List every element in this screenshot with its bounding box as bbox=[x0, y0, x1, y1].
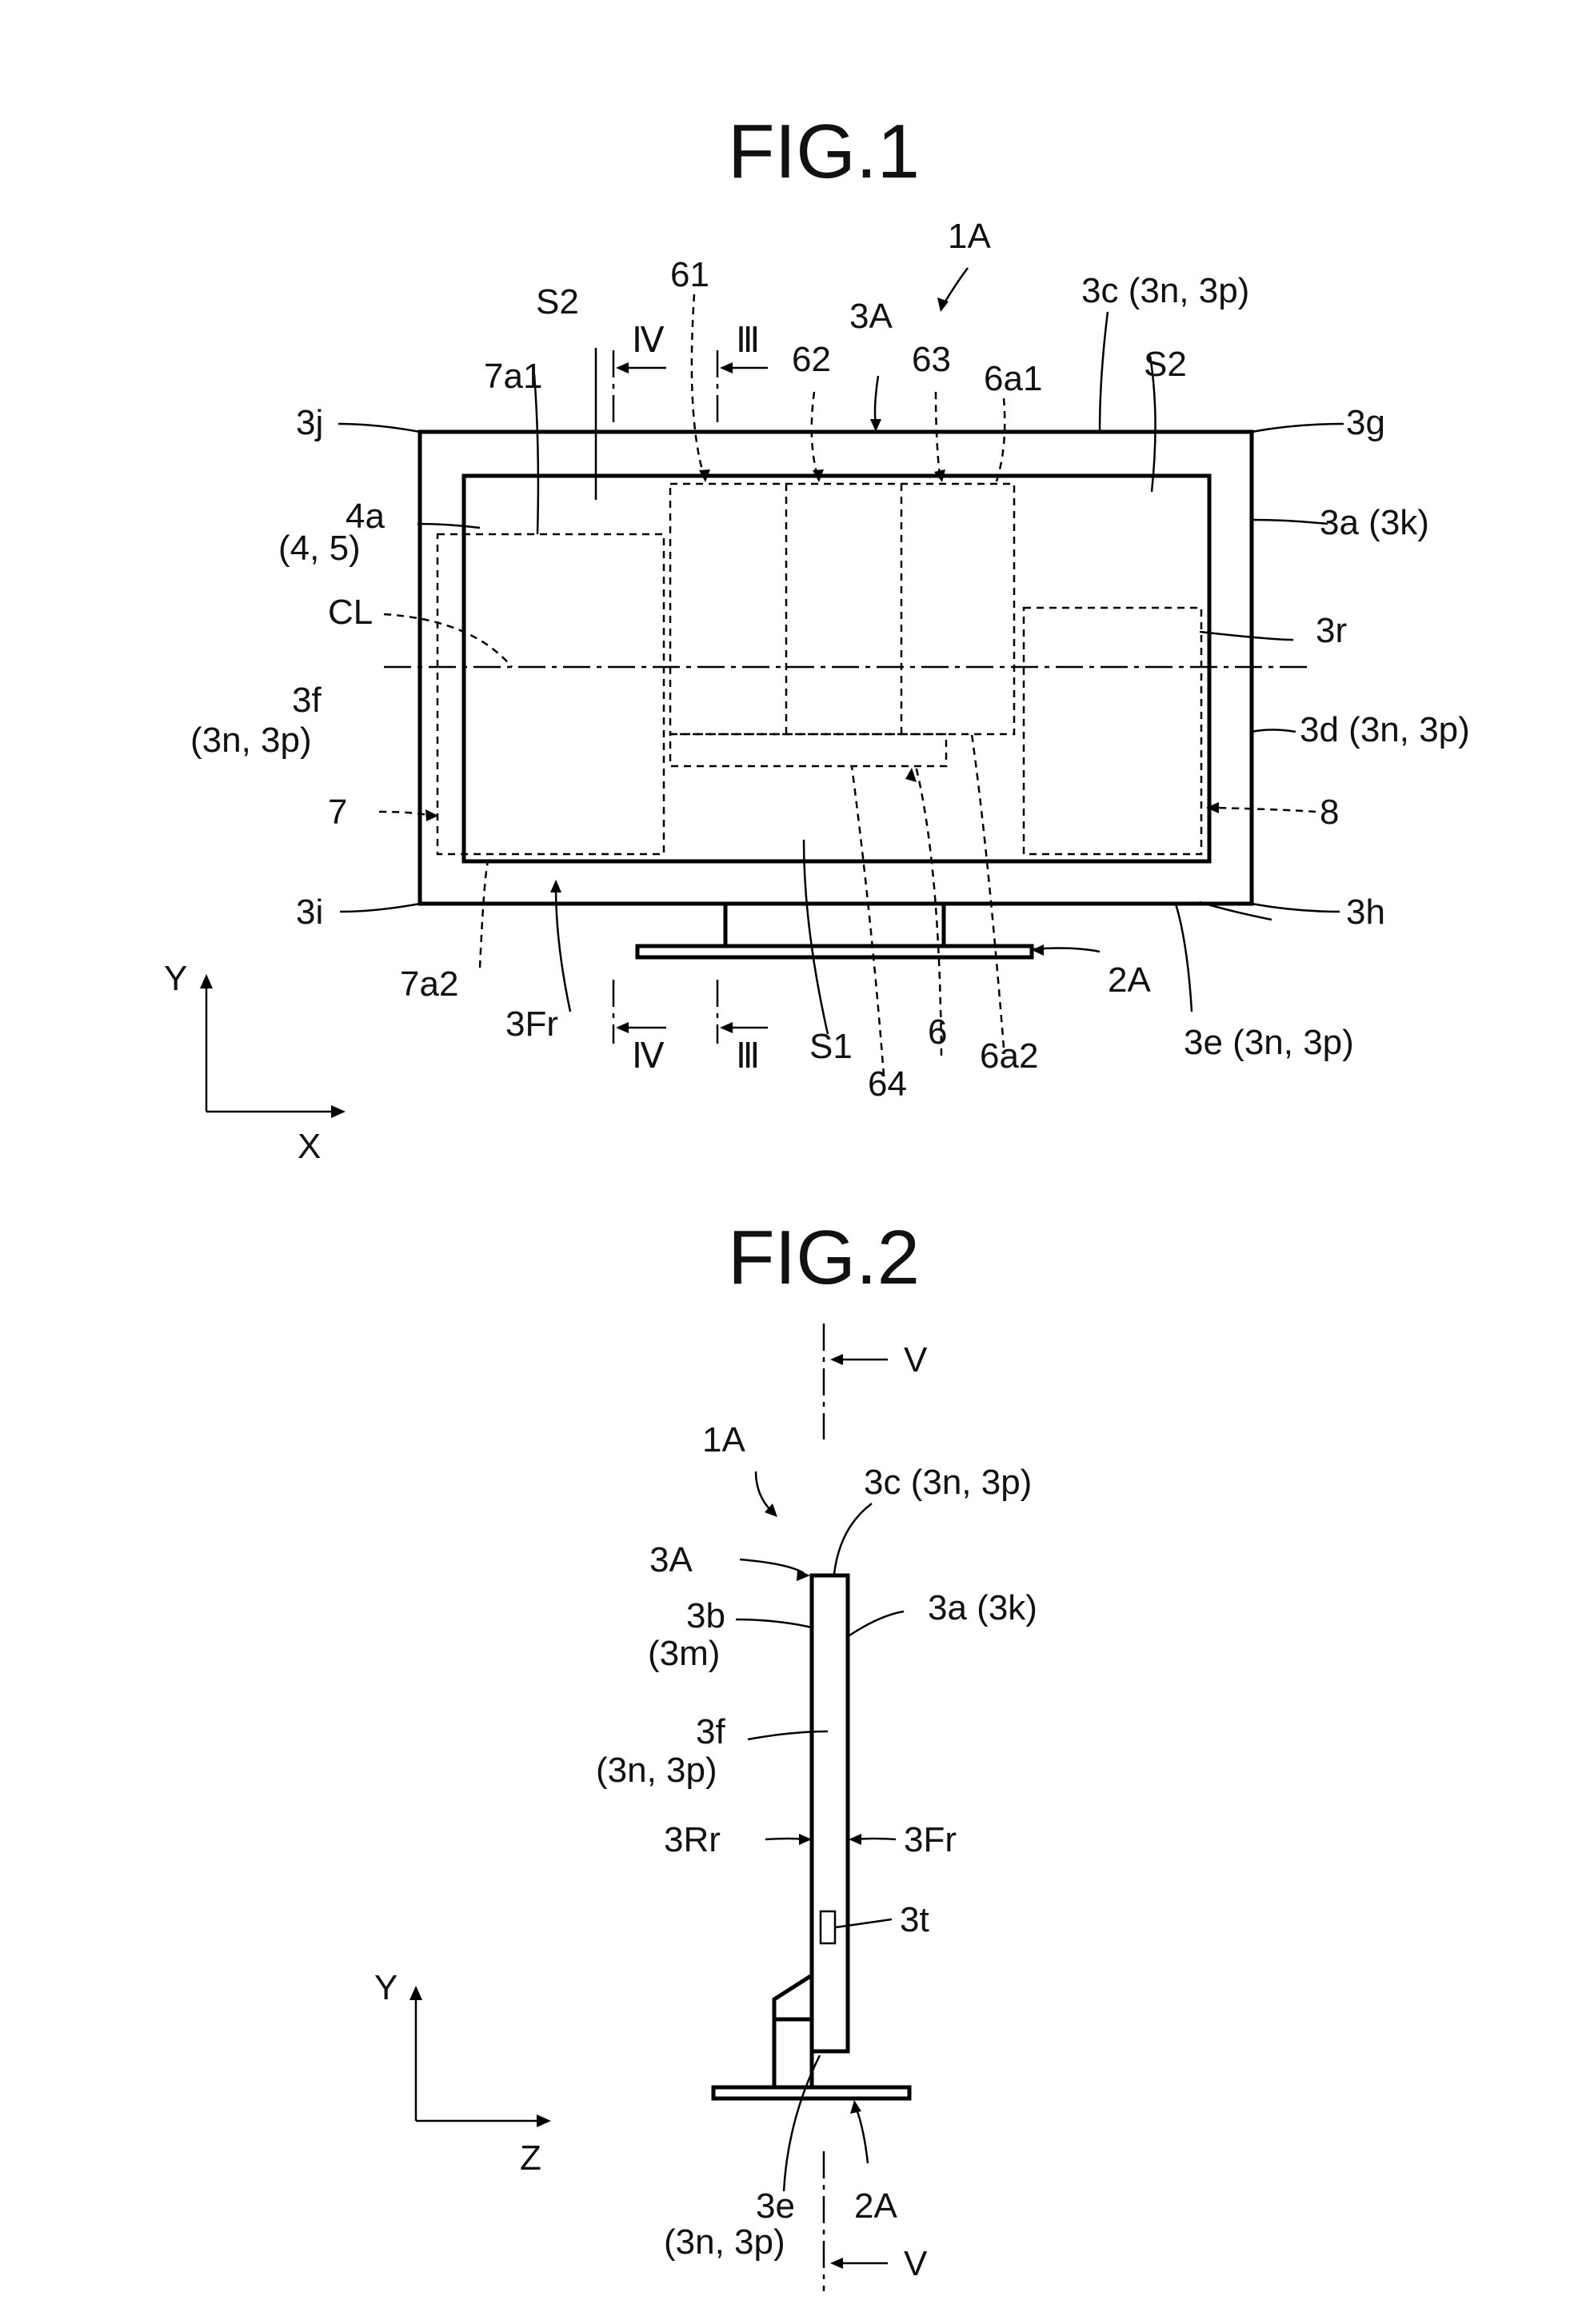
axis-label-y: Y bbox=[164, 959, 187, 998]
label-3c: 3c (3n, 3p) bbox=[864, 1463, 1032, 1502]
label-64: 64 bbox=[868, 1064, 907, 1104]
region-7 bbox=[437, 534, 664, 854]
label-8: 8 bbox=[1320, 793, 1339, 832]
label-3f-sub: (3n, 3p) bbox=[596, 1751, 717, 1790]
housing-side-profile bbox=[812, 1575, 848, 2051]
label-3r: 3r bbox=[1316, 611, 1347, 650]
label-61: 61 bbox=[670, 255, 709, 294]
label-62: 62 bbox=[792, 340, 831, 379]
stand bbox=[637, 904, 1032, 957]
label-3Fr: 3Fr bbox=[904, 1820, 957, 1859]
label-3i: 3i bbox=[296, 892, 323, 932]
label-3h: 3h bbox=[1346, 892, 1385, 932]
label-3f: 3f bbox=[292, 681, 322, 720]
label-S2-right: S2 bbox=[1144, 345, 1187, 384]
label-section-IV-top: Ⅳ bbox=[632, 321, 665, 360]
fig2-labels: V 1A 3c (3n, 3p) 3A 3b (3m) 3a (3k) 3f (… bbox=[374, 1340, 1037, 2283]
label-3c: 3c (3n, 3p) bbox=[1081, 271, 1249, 310]
label-3Fr: 3Fr bbox=[505, 1004, 558, 1044]
label-3f-sub: (3n, 3p) bbox=[190, 721, 312, 760]
label-1A: 1A bbox=[948, 217, 991, 256]
label-6a1: 6a1 bbox=[984, 359, 1042, 398]
label-V-bottom: V bbox=[904, 2244, 928, 2283]
label-3b: 3b bbox=[686, 1596, 725, 1635]
figure-2: FIG.2 bbox=[374, 1215, 1037, 2291]
label-V-top: V bbox=[904, 1340, 928, 1380]
label-3a: 3a (3k) bbox=[1320, 503, 1429, 542]
axis-xy bbox=[200, 974, 346, 1118]
label-4-5: (4, 5) bbox=[278, 529, 361, 568]
fig1-title: FIG.1 bbox=[728, 109, 920, 194]
label-3g: 3g bbox=[1346, 403, 1385, 442]
label-3e-sub: (3n, 3p) bbox=[664, 2222, 785, 2262]
label-section-IV-bottom: Ⅳ bbox=[632, 1036, 665, 1076]
label-3a: 3a (3k) bbox=[928, 1588, 1037, 1627]
label-3Rr: 3Rr bbox=[664, 1820, 721, 1859]
figure-1: FIG.1 bbox=[164, 109, 1470, 1166]
region-6-panels bbox=[670, 484, 1014, 734]
terminal-3t bbox=[821, 1911, 835, 1943]
region-64 bbox=[670, 734, 946, 766]
label-3t: 3t bbox=[900, 1900, 929, 1939]
label-3e: 3e bbox=[756, 2186, 795, 2226]
label-2A: 2A bbox=[1108, 960, 1151, 1000]
label-63: 63 bbox=[912, 340, 951, 379]
label-2A: 2A bbox=[854, 2186, 897, 2226]
fig1-labels: 1A 3A 61 62 63 S2 S2 7a1 6a1 3c (3n, 3p)… bbox=[164, 217, 1470, 1166]
label-3A: 3A bbox=[849, 297, 893, 336]
display-screen bbox=[464, 476, 1209, 861]
label-3d: 3d (3n, 3p) bbox=[1300, 710, 1470, 749]
label-6a2: 6a2 bbox=[980, 1036, 1038, 1076]
label-7: 7 bbox=[328, 793, 347, 832]
section-markers-bottom bbox=[613, 980, 768, 1044]
axis-label-z: Z bbox=[520, 2138, 541, 2178]
axis-yz bbox=[409, 1986, 551, 2127]
label-6: 6 bbox=[928, 1012, 947, 1052]
label-CL: CL bbox=[328, 593, 373, 632]
label-3e: 3e (3n, 3p) bbox=[1184, 1023, 1354, 1062]
axis-label-y: Y bbox=[374, 1968, 397, 2007]
label-3f: 3f bbox=[696, 1712, 725, 1751]
label-section-III-top: Ⅲ bbox=[736, 321, 760, 360]
label-3A: 3A bbox=[649, 1540, 693, 1579]
label-3j: 3j bbox=[296, 403, 323, 442]
label-S1: S1 bbox=[809, 1027, 853, 1066]
fig2-title: FIG.2 bbox=[728, 1215, 920, 1300]
label-7a2: 7a2 bbox=[400, 964, 458, 1004]
axis-label-x: X bbox=[298, 1127, 321, 1166]
label-7a1: 7a1 bbox=[484, 357, 542, 396]
label-section-III-bottom: Ⅲ bbox=[736, 1036, 760, 1076]
fig2-leader-lines bbox=[736, 1471, 904, 2191]
region-8 bbox=[1024, 608, 1201, 854]
section-markers-top bbox=[613, 350, 768, 424]
label-S2-left: S2 bbox=[536, 282, 579, 321]
label-3m: (3m) bbox=[648, 1634, 720, 1673]
label-1A: 1A bbox=[702, 1420, 745, 1459]
